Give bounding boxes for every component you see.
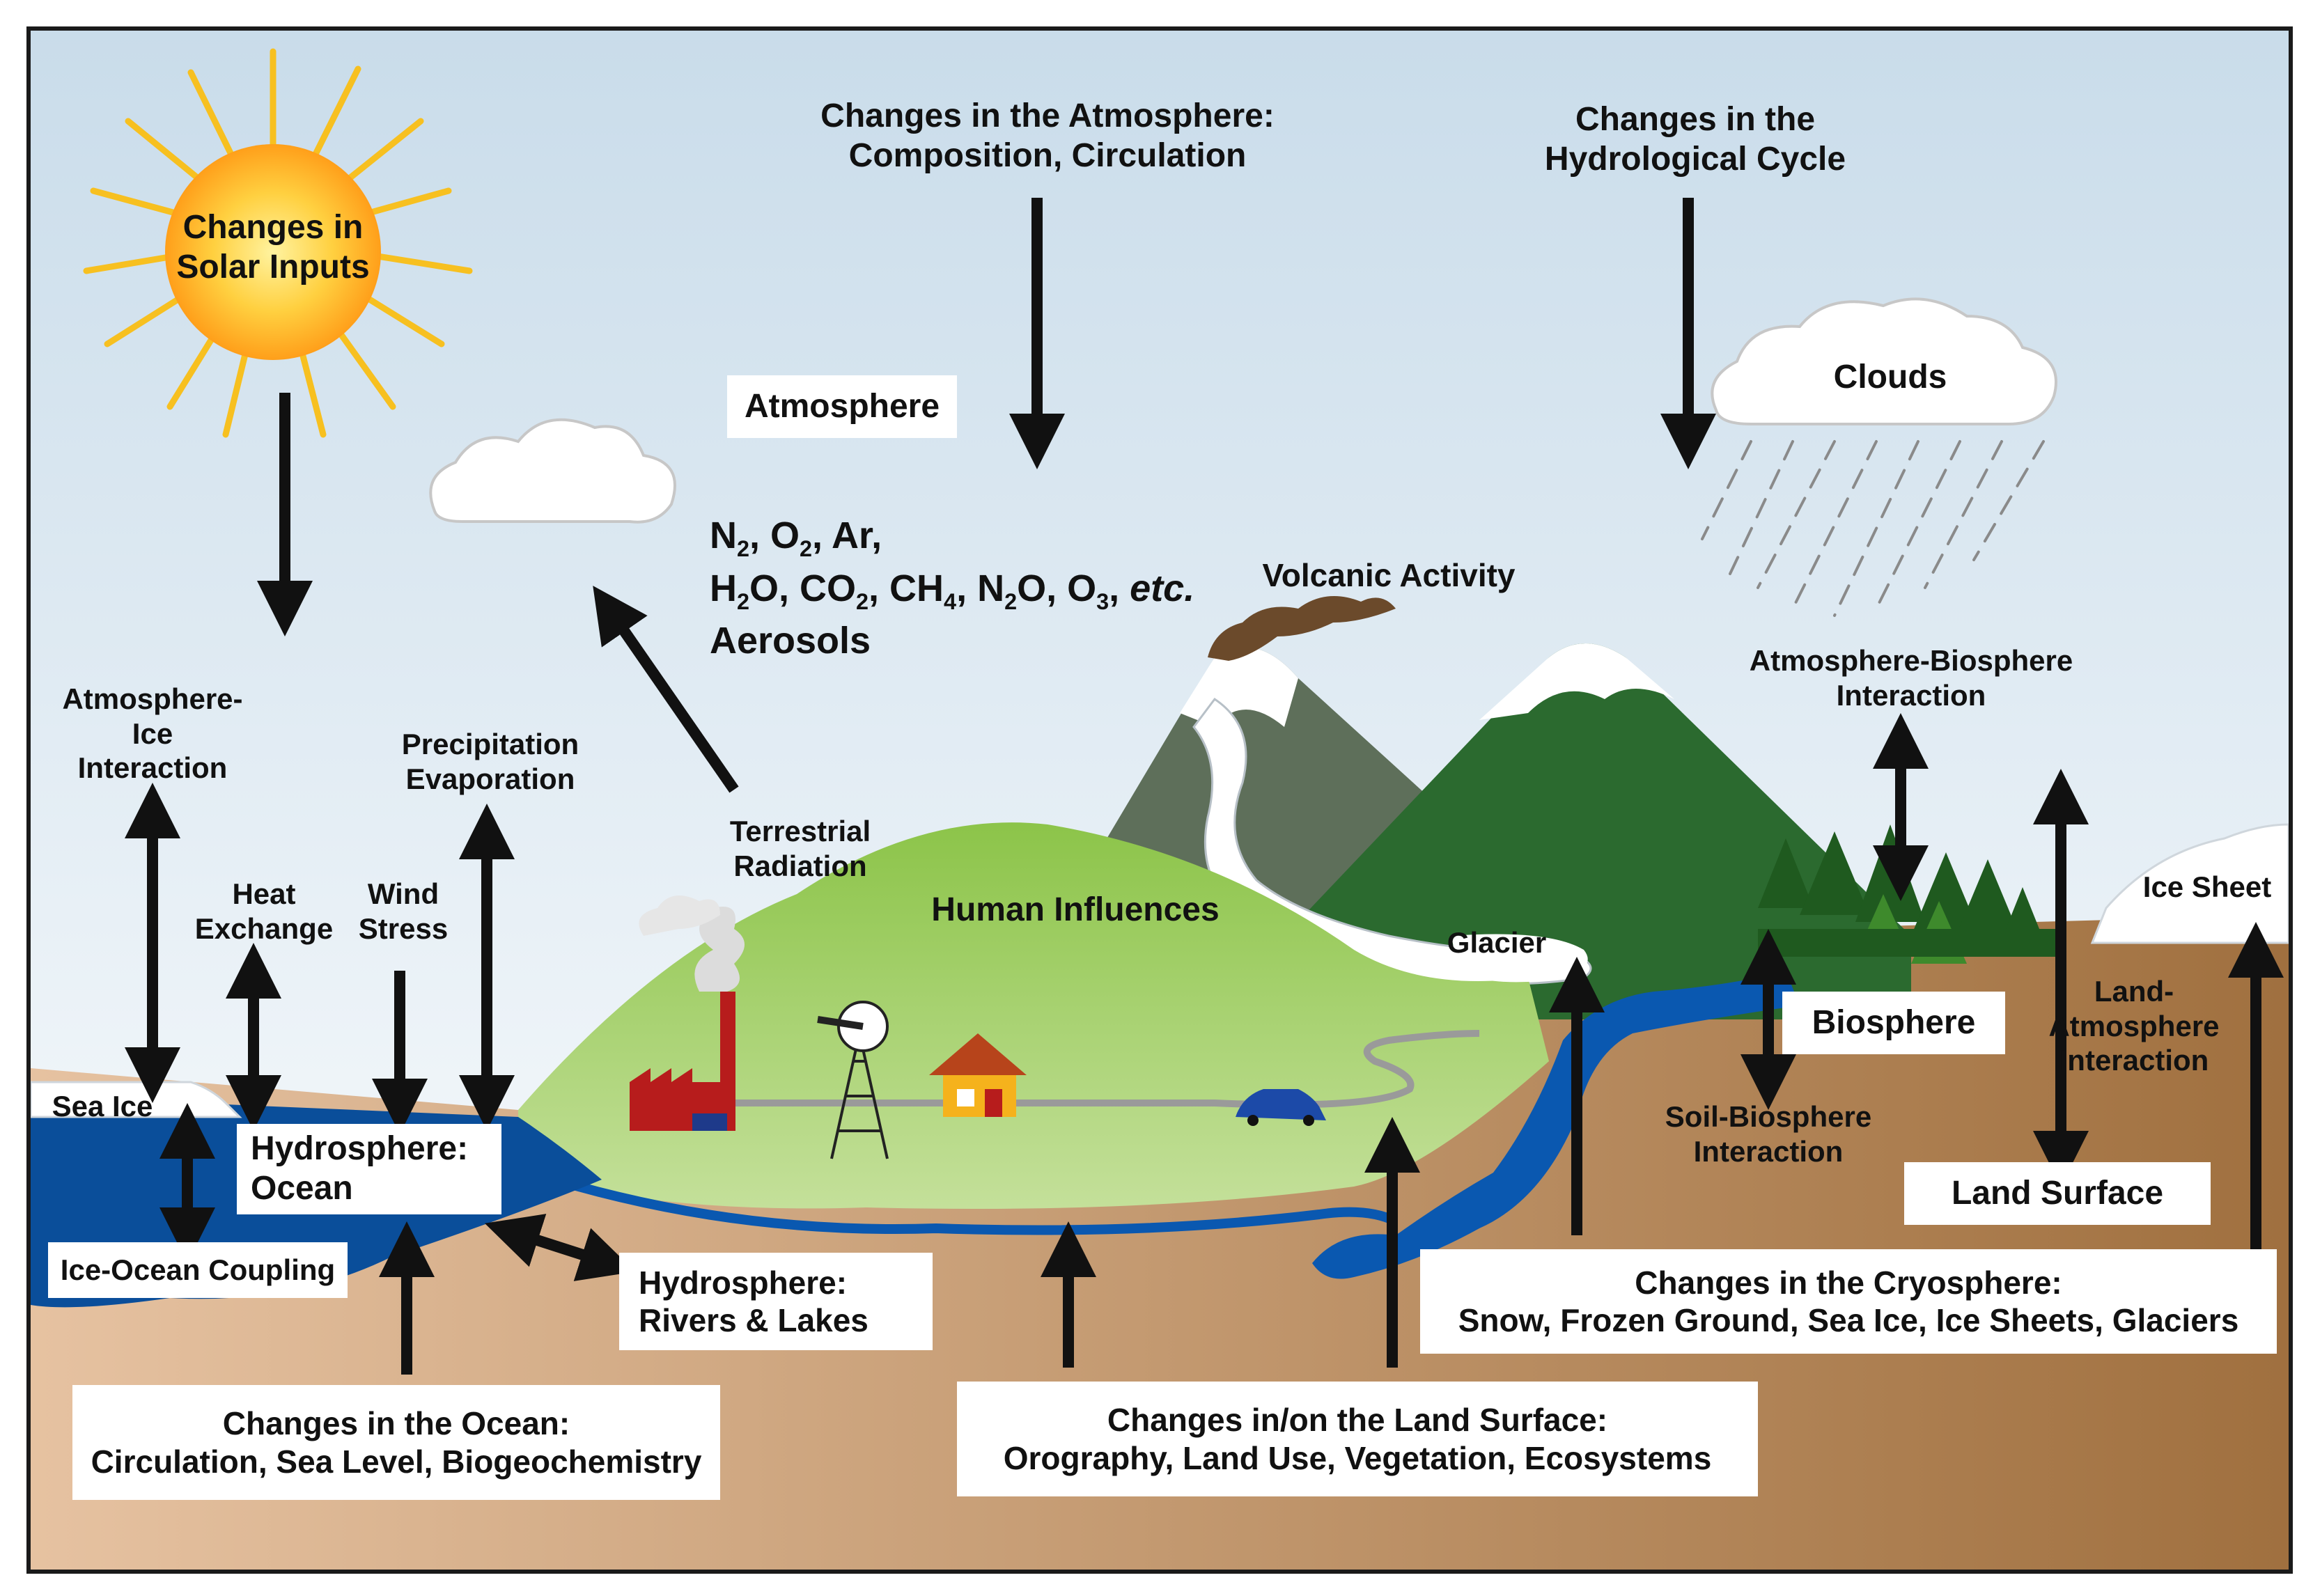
terrestrial-line1: Terrestrial (729, 815, 871, 847)
land-atm-label: Land- Atmosphere Interaction (2030, 974, 2238, 1078)
land-change-line1: Changes in/on the Land Surface: (1107, 1402, 1608, 1439)
heat-exchange-label: Heat Exchange (191, 877, 337, 946)
atm-ice-line3: Interaction (77, 751, 228, 785)
ice-sheet (2090, 823, 2289, 944)
atm-ice-line1: Atmosphere- (62, 682, 243, 715)
hydro-rivers-line1: Hydrosphere: (639, 1264, 848, 1301)
atmosphere-change-line1: Changes in the Atmosphere: (820, 97, 1275, 134)
atmosphere-change-line2: Composition, Circulation (848, 136, 1247, 174)
precip-label: Precipitation Evaporation (386, 727, 595, 796)
mountain-snow (1479, 643, 1674, 720)
land-change-box: Changes in/on the Land Surface: Orograph… (957, 1382, 1758, 1496)
atm-bio-label: Atmosphere-Biosphere Interaction (1730, 643, 2092, 712)
windmill (817, 1001, 889, 1159)
soil-bio-label: Soil-Biosphere Interaction (1646, 1100, 1890, 1168)
gases-line3: Aerosols (710, 620, 871, 662)
gases-label: N2, O2, Ar, H2O, CO2, CH4, N2O, O3, etc.… (710, 511, 1194, 666)
ocean-change-box: Changes in the Ocean: Circulation, Sea L… (72, 1385, 720, 1500)
house (929, 1033, 1027, 1117)
green-mountain (1284, 643, 1911, 1019)
terrestrial-line2: Radiation (733, 849, 867, 882)
hydro-rivers-box: Hydrosphere: Rivers & Lakes (619, 1253, 933, 1350)
precip-line1: Precipitation (401, 728, 579, 760)
biosphere-box: Biosphere (1782, 992, 2005, 1054)
gases-line1: N2, O2, Ar, (710, 515, 882, 561)
atm-bio-line1: Atmosphere-Biosphere (1749, 644, 2073, 677)
land-surface-box: Land Surface (1904, 1162, 2211, 1225)
land-change-line2: Orography, Land Use, Vegetation, Ecosyst… (1003, 1439, 1712, 1476)
soil-bio-line2: Interaction (1693, 1134, 1844, 1168)
hydro-rivers-line2: Rivers & Lakes (639, 1302, 869, 1338)
small-cloud (429, 418, 676, 524)
solar-line2: Solar Inputs (176, 248, 370, 285)
atm-ice-label: Atmosphere- Ice Interaction (59, 682, 247, 785)
wind-stress-label: Wind Stress (351, 877, 455, 946)
car (1236, 1089, 1326, 1126)
ice-sheet-label: Ice Sheet (2142, 870, 2272, 903)
ocean-change-line2: Circulation, Sea Level, Biogeochemistry (91, 1443, 702, 1480)
cryosphere-line2: Snow, Frozen Ground, Sea Ice, Ice Sheets… (1458, 1302, 2239, 1338)
hydro-ocean-line1: Hydrosphere: (251, 1130, 469, 1168)
atmosphere-box: Atmosphere (727, 375, 957, 438)
solar-label: Changes in Solar Inputs (169, 208, 377, 287)
land-atm-line3: Interaction (2059, 1044, 2209, 1077)
sea-ice-label: Sea Ice (52, 1090, 153, 1122)
terrestrial-label: Terrestrial Radiation (710, 814, 891, 883)
volcanic-label: Volcanic Activity (1262, 557, 1516, 593)
cryosphere-box: Changes in the Cryosphere: Snow, Frozen … (1420, 1249, 2277, 1354)
terrestrial-arrow (593, 586, 739, 793)
heat-exchange-line2: Exchange (194, 912, 334, 945)
soil-bio-line1: Soil-Biosphere (1665, 1100, 1872, 1133)
road (727, 1030, 1480, 1109)
solar-line1: Changes in (182, 209, 364, 246)
atmosphere-change-label: Changes in the Atmosphere: Composition, … (783, 97, 1312, 175)
river-meander (530, 1168, 1399, 1235)
glacier-label: Glacier (1447, 926, 1547, 959)
hydro-cycle-label: Changes in the Hydrological Cycle (1521, 100, 1869, 179)
volcano-smoke (1208, 596, 1396, 661)
rain (1701, 440, 2045, 617)
hydro-cycle-line1: Changes in the (1575, 101, 1816, 138)
gases-line2: H2O, CO2, CH4, N2O, O3, etc. (710, 567, 1195, 614)
hydro-ocean-line2: Ocean (251, 1170, 353, 1207)
human-influences-label: Human Influences (931, 891, 1220, 928)
atm-bio-line2: Interaction (1836, 678, 1986, 712)
land-atm-line1: Land- (2094, 975, 2174, 1008)
rain-cloud (1711, 297, 2057, 425)
wind-stress-line2: Stress (358, 912, 449, 945)
wind-stress-line1: Wind (367, 877, 439, 910)
diagram-frame: Changes in Solar Inputs Changes in the A… (26, 26, 2293, 1574)
cryosphere-line1: Changes in the Cryosphere: (1635, 1264, 2062, 1301)
land-atm-line2: Atmosphere (2048, 1009, 2220, 1042)
arrows (125, 198, 2284, 1375)
atm-ice-line2: Ice (132, 717, 173, 750)
ocean-change-line1: Changes in the Ocean: (222, 1405, 570, 1442)
hydro-cycle-line2: Hydrological Cycle (1544, 140, 1846, 178)
hydro-ocean-box: Hydrosphere: Ocean (237, 1124, 501, 1214)
precip-line2: Evaporation (405, 762, 575, 795)
factory (630, 895, 745, 1131)
river (1312, 971, 1800, 1279)
heat-exchange-line1: Heat (232, 877, 296, 910)
clouds-label: Clouds (1833, 359, 1947, 396)
sun (165, 144, 381, 360)
ocean-rivers-arrow (484, 1214, 636, 1281)
ice-ocean-box: Ice-Ocean Coupling (48, 1242, 348, 1298)
